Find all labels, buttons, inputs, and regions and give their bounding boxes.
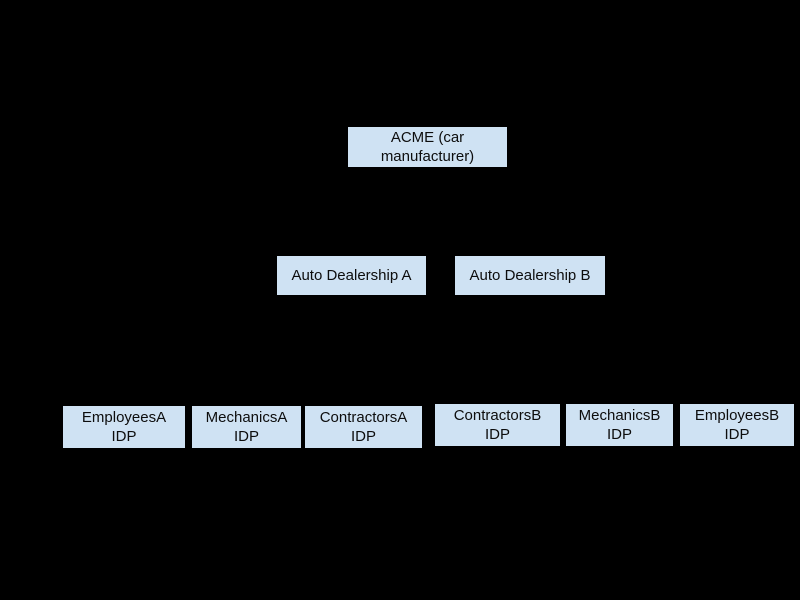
- node-auto-dealership-b: Auto Dealership B: [455, 256, 605, 295]
- node-employees-b-idp-label: EmployeesB IDP: [694, 407, 780, 443]
- node-auto-dealership-a: Auto Dealership A: [277, 256, 426, 295]
- node-employees-b-idp: EmployeesB IDP: [680, 404, 794, 446]
- node-employees-a-idp-label: EmployeesA IDP: [81, 409, 167, 445]
- node-contractors-b-idp-label: ContractorsB IDP: [453, 407, 542, 443]
- node-acme-label: ACME (car manufacturer): [380, 129, 475, 165]
- node-mechanics-a-idp: MechanicsA IDP: [192, 406, 301, 448]
- node-mechanics-a-idp-label: MechanicsA IDP: [205, 409, 288, 445]
- node-contractors-a-idp: ContractorsA IDP: [305, 406, 422, 448]
- node-contractors-a-idp-label: ContractorsA IDP: [319, 409, 408, 445]
- node-contractors-b-idp: ContractorsB IDP: [435, 404, 560, 446]
- node-mechanics-b-idp: MechanicsB IDP: [566, 404, 673, 446]
- node-auto-dealership-b-label: Auto Dealership B: [469, 267, 591, 284]
- node-employees-a-idp: EmployeesA IDP: [63, 406, 185, 448]
- node-acme: ACME (car manufacturer): [348, 127, 507, 167]
- node-mechanics-b-idp-label: MechanicsB IDP: [578, 407, 661, 443]
- node-auto-dealership-a-label: Auto Dealership A: [291, 267, 412, 284]
